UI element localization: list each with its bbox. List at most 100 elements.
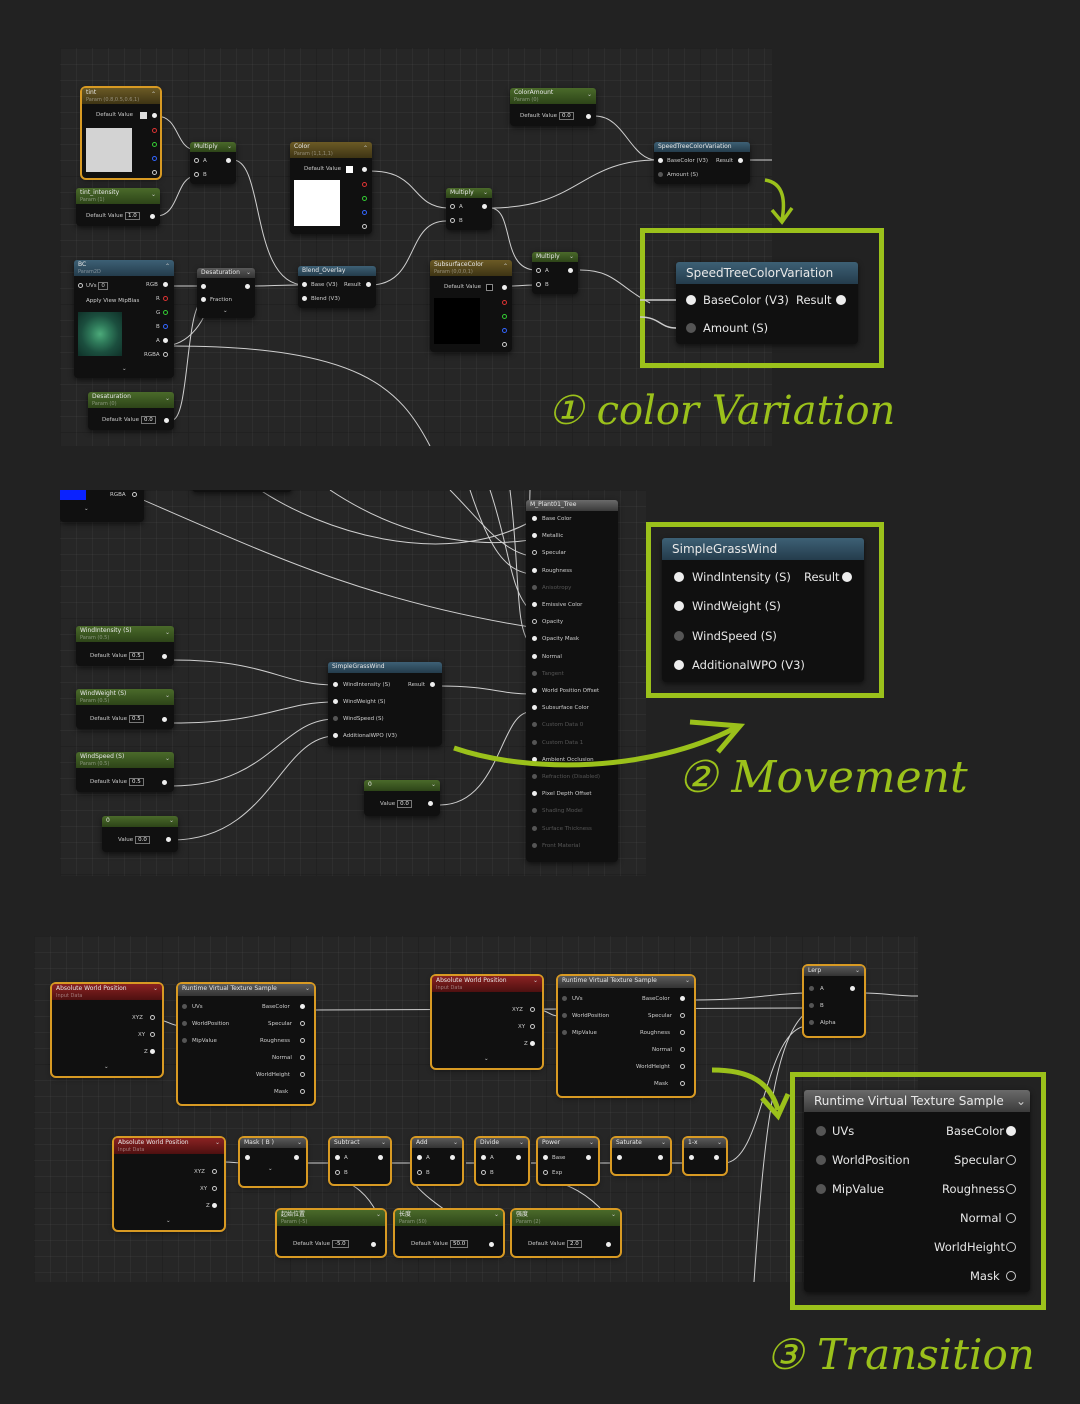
output-pin[interactable] <box>502 285 507 290</box>
output-pin[interactable] <box>300 1072 305 1077</box>
input-pin[interactable] <box>562 1030 567 1035</box>
output-pin-b[interactable] <box>362 210 367 215</box>
default-value-field[interactable]: 2.0 <box>566 1240 582 1248</box>
output-pin-normal[interactable] <box>1006 1213 1016 1223</box>
input-pin[interactable] <box>617 1155 622 1160</box>
default-value-field[interactable]: -5.0 <box>331 1240 349 1248</box>
output-pin[interactable] <box>212 1186 217 1191</box>
input-pin[interactable] <box>481 1155 486 1160</box>
input-pin-b[interactable] <box>417 1170 422 1175</box>
output-pin-mask[interactable] <box>1006 1271 1016 1281</box>
input-pin-wind-intensity[interactable] <box>333 682 338 687</box>
output-pin-rgb[interactable] <box>163 282 168 287</box>
chevron-down-icon[interactable]: ⌄ <box>152 985 158 992</box>
output-pin-rgba[interactable] <box>163 352 168 357</box>
output-pin[interactable] <box>164 418 169 423</box>
material-input-pin[interactable] <box>532 516 537 521</box>
output-pin[interactable] <box>482 204 487 209</box>
simple-grass-wind-node-small[interactable]: SimpleGrassWind WindIntensity (S) Result… <box>328 662 442 746</box>
output-pin-result[interactable] <box>842 572 852 582</box>
graph-panel-movement[interactable]: RGBA ⌄ WindIntensity (S)Param (0.5)⌄ Def… <box>60 490 646 876</box>
material-input-pin[interactable] <box>532 533 537 539</box>
output-pin[interactable] <box>300 1055 305 1060</box>
output-pin[interactable] <box>530 1041 535 1046</box>
input-pin-b[interactable] <box>543 1170 548 1175</box>
output-pin[interactable] <box>530 1024 535 1029</box>
input-pin-wind-intensity[interactable] <box>674 572 684 582</box>
chevron-down-icon[interactable]: ⌄ <box>588 1139 594 1146</box>
chevron-down-icon[interactable]: ⌄ <box>452 1139 458 1146</box>
input-pin-b[interactable] <box>536 282 541 287</box>
default-value-field[interactable]: 0.5 <box>128 652 144 660</box>
output-pin-result[interactable] <box>430 682 435 687</box>
tint-color-swatch[interactable] <box>140 112 147 119</box>
input-pin-blend[interactable] <box>302 296 307 301</box>
chevron-down-icon[interactable]: ⌄ <box>168 817 174 824</box>
chevron-down-icon[interactable]: ⌄ <box>245 269 251 276</box>
input-pin[interactable] <box>182 1038 187 1043</box>
input-pin-b[interactable] <box>335 1170 340 1175</box>
material-input-pin[interactable] <box>532 602 537 607</box>
output-pin[interactable] <box>294 1155 299 1160</box>
output-pin[interactable] <box>680 1064 685 1069</box>
chevron-down-icon[interactable]: ⌄ <box>493 1211 499 1218</box>
material-input-pin[interactable] <box>532 619 537 625</box>
output-pin-r[interactable] <box>362 182 367 187</box>
chevron-down-icon[interactable]: ⌄ <box>518 1139 524 1146</box>
chevron-down-icon[interactable]: ⌄ <box>482 189 488 196</box>
output-pin[interactable] <box>162 780 167 785</box>
output-pin-g[interactable] <box>152 142 157 147</box>
chevron-down-icon[interactable]: ⌄ <box>532 977 538 984</box>
output-pin[interactable] <box>371 1242 376 1247</box>
chevron-down-icon[interactable]: ⌄ <box>568 253 574 260</box>
output-pin-r[interactable] <box>502 300 507 305</box>
chevron-down-icon[interactable]: ⌄ <box>166 1218 171 1224</box>
output-pin[interactable] <box>530 1007 535 1012</box>
chevron-down-icon[interactable]: ⌄ <box>430 781 436 788</box>
output-pin[interactable] <box>516 1155 521 1160</box>
chevron-up-icon[interactable]: ⌃ <box>362 145 368 152</box>
output-pin[interactable] <box>162 717 167 722</box>
output-pin-roughness[interactable] <box>1006 1184 1016 1194</box>
output-pin-r[interactable] <box>163 296 168 301</box>
input-pin-b[interactable] <box>809 1003 814 1008</box>
input-pin-a[interactable] <box>536 268 541 273</box>
chevron-down-icon[interactable]: ⌄ <box>164 395 170 402</box>
input-pin-b[interactable] <box>481 1170 486 1175</box>
output-pin[interactable] <box>658 1155 663 1160</box>
input-pin-a[interactable] <box>194 158 199 163</box>
output-pin[interactable] <box>150 1015 155 1020</box>
default-value-field[interactable]: 0.5 <box>128 715 144 723</box>
output-pin-worldheight[interactable] <box>1006 1242 1016 1252</box>
output-pin[interactable] <box>300 1021 305 1026</box>
material-input-pin[interactable] <box>532 808 537 814</box>
speedtree-color-variation-node-zoom[interactable]: SpeedTreeColorVariation BaseColor (V3) R… <box>676 262 858 344</box>
input-pin-uvs[interactable] <box>78 283 83 288</box>
wind-intensity-param-node[interactable]: WindIntensity (S)Param (0.5)⌄ Default Va… <box>76 626 174 666</box>
chevron-down-icon[interactable]: ⌄ <box>150 191 156 198</box>
output-pin[interactable] <box>152 113 157 118</box>
saturate-node[interactable]: Saturate⌄ <box>610 1136 672 1176</box>
one-minus-node[interactable]: 1-x⌄ <box>682 1136 728 1176</box>
material-input-pin[interactable] <box>532 825 537 831</box>
output-pin[interactable] <box>586 114 591 119</box>
output-pin-a[interactable] <box>362 224 367 229</box>
output-pin[interactable] <box>680 1013 685 1018</box>
output-pin[interactable] <box>300 1089 305 1094</box>
output-pin-g[interactable] <box>163 310 168 315</box>
output-pin[interactable] <box>378 1155 383 1160</box>
output-pin[interactable] <box>586 1155 591 1160</box>
material-input-pin[interactable] <box>532 791 537 797</box>
material-input-pin[interactable] <box>532 550 537 556</box>
input-pin-wind-speed[interactable] <box>333 716 338 721</box>
